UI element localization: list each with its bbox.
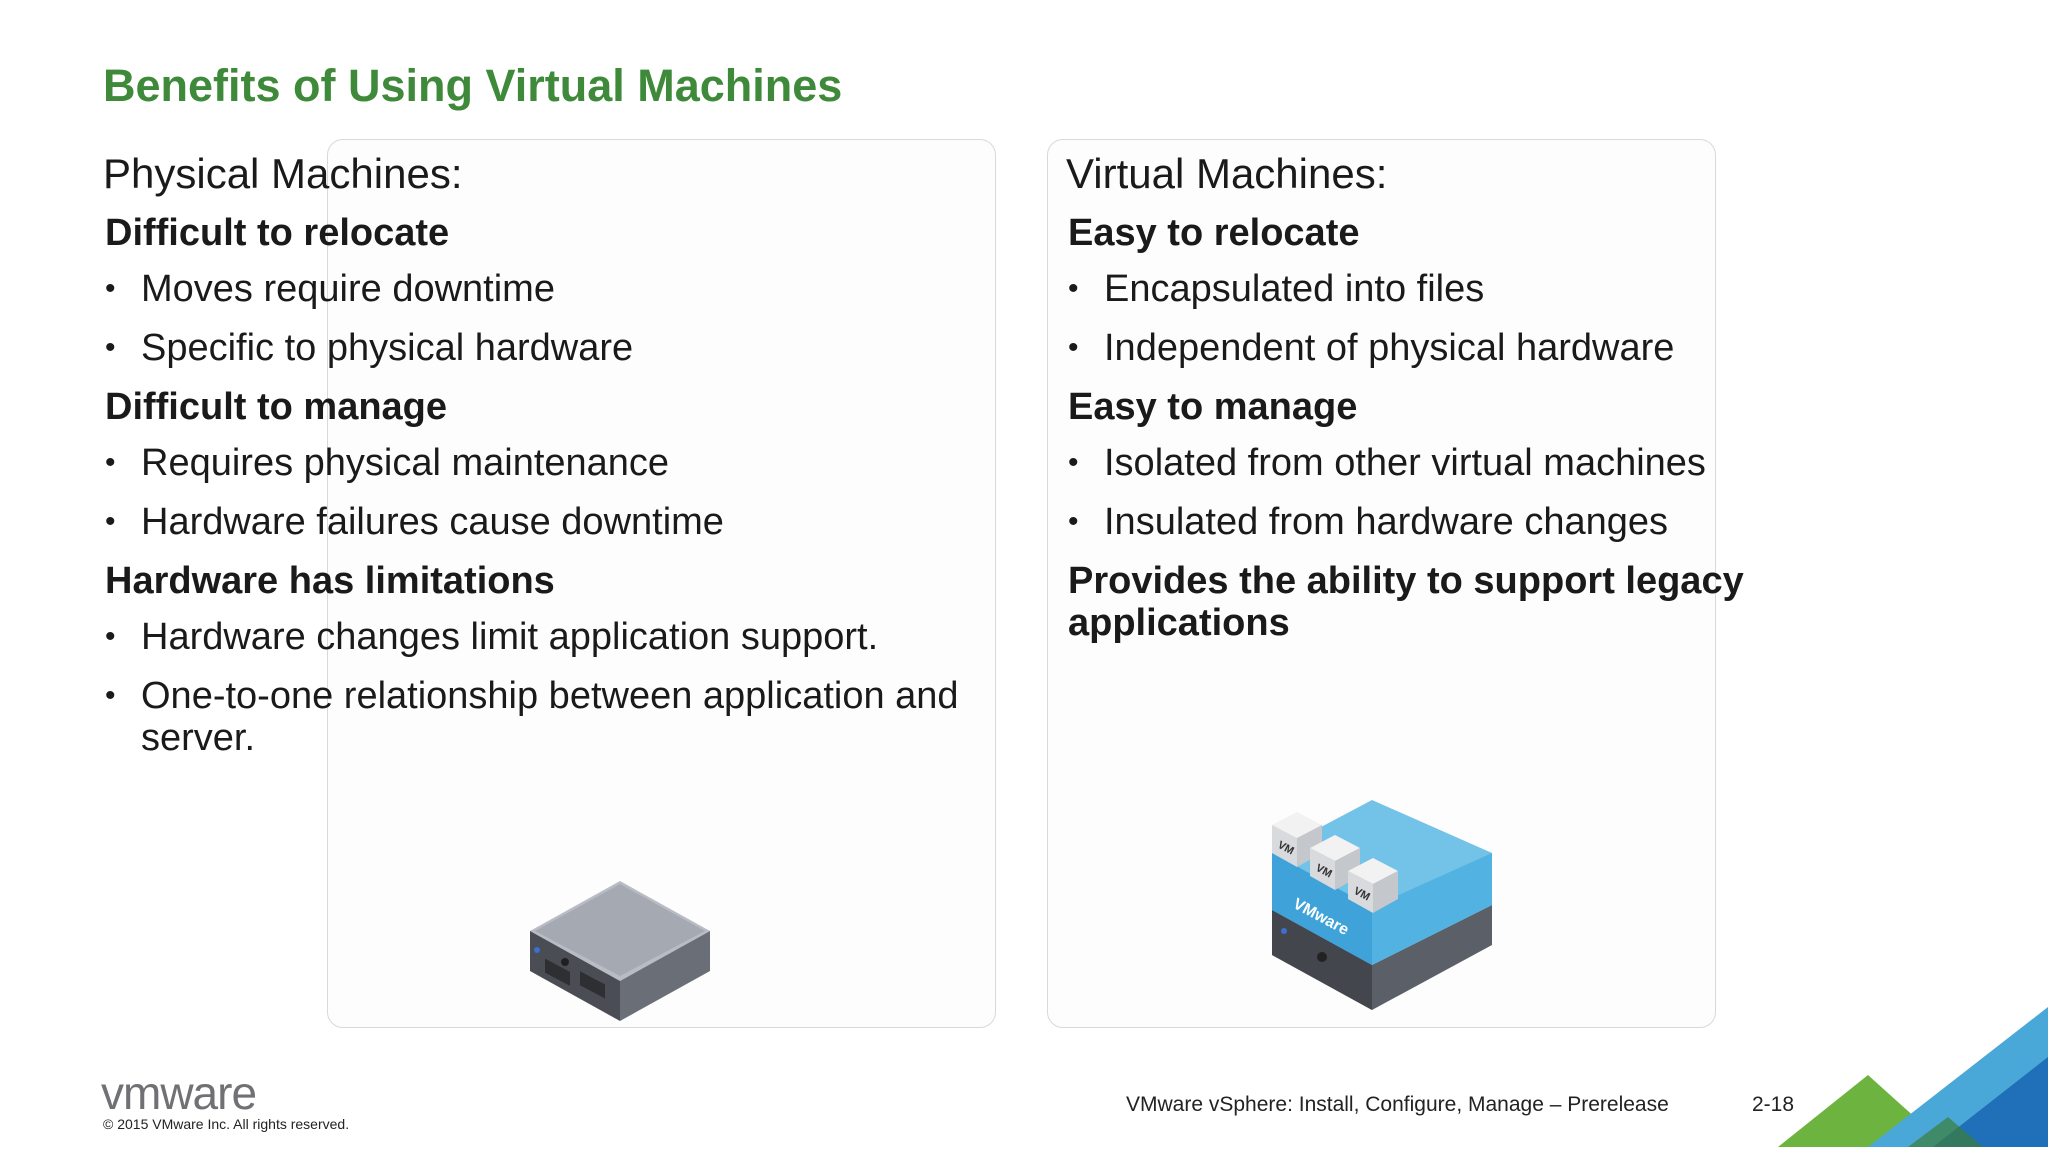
bullet-list: • Encapsulated into files • Independent of…	[1066, 268, 1766, 369]
bullet-icon: •	[105, 331, 116, 364]
bullet-item: • Isolated from other virtual machines	[1066, 442, 1766, 484]
vm-cube-icon: VM	[1348, 858, 1398, 913]
bullet-text: Isolated from other virtual machines	[1104, 442, 1706, 484]
bullet-list: • Moves require downtime • Specific to phy…	[103, 268, 1003, 369]
bullet-item: • One-to-one relationship between applica…	[103, 675, 1021, 759]
slide-title: Benefits of Using Virtual Machines	[103, 60, 843, 111]
bullet-item: • Encapsulated into files	[1066, 268, 1766, 310]
bullet-text: Independent of physical hardware	[1104, 327, 1675, 369]
vmware-logo: vmware	[101, 1067, 351, 1120]
bullet-list: • Hardware changes limit application supp…	[103, 616, 1003, 759]
bullet-icon: •	[1068, 272, 1079, 305]
bullet-text: Hardware changes limit application suppo…	[141, 616, 879, 658]
virtualized-server-icon: VMware VM VM VM	[1262, 795, 1502, 1020]
bullet-icon: •	[105, 679, 116, 712]
bullet-icon: •	[105, 272, 116, 305]
bullet-icon: •	[105, 446, 116, 479]
bullet-text: Encapsulated into files	[1104, 268, 1485, 310]
bullet-item: • Independent of physical hardware	[1066, 327, 1766, 369]
bullet-text: Hardware failures cause downtime	[141, 501, 724, 543]
bullet-icon: •	[105, 620, 116, 653]
bullet-text: Moves require downtime	[141, 268, 555, 310]
page-number: 2-18	[1752, 1093, 1795, 1116]
bullet-list: • Requires physical maintenance • Hardware…	[103, 442, 1003, 543]
bullet-text: Specific to physical hardware	[141, 327, 634, 369]
bullet-item: • Moves require downtime	[103, 268, 1003, 310]
vm-cube-icon: VM	[1272, 812, 1322, 867]
section-heading: Provides the ability to support legacy a…	[1068, 560, 1744, 644]
bullet-item: • Insulated from hardware changes	[1066, 501, 1766, 543]
section-heading: Difficult to relocate	[105, 212, 450, 254]
corner-decoration	[1758, 1007, 2048, 1152]
bullet-text: Insulated from hardware changes	[1104, 501, 1668, 543]
copyright-text: © 2015 VMware Inc. All rights reserved.	[103, 1116, 350, 1132]
physical-heading: Physical Machines:	[103, 150, 463, 197]
bullet-item: • Specific to physical hardware	[103, 327, 1003, 369]
virtual-heading: Virtual Machines:	[1066, 150, 1388, 197]
virtual-machines-column: Virtual Machines: Easy to relocate • Enca…	[1066, 150, 1766, 658]
bullet-icon: •	[105, 505, 116, 538]
course-title: VMware vSphere: Install, Configure, Mana…	[1126, 1093, 1669, 1116]
bullet-icon: •	[1068, 505, 1079, 538]
bullet-item: • Hardware failures cause downtime	[103, 501, 1003, 543]
section-heading: Hardware has limitations	[105, 560, 555, 602]
bullet-item: • Requires physical maintenance	[103, 442, 1003, 484]
bullet-text: Requires physical maintenance	[141, 442, 670, 484]
physical-server-icon	[525, 876, 715, 1031]
bullet-list: • Isolated from other virtual machines • I…	[1066, 442, 1766, 543]
section-heading: Easy to manage	[1068, 386, 1358, 428]
bullet-item: • Hardware changes limit application supp…	[103, 616, 1003, 658]
section-heading: Easy to relocate	[1068, 212, 1360, 254]
vmware-logo-text: vmware	[101, 1075, 256, 1115]
bullet-text: One-to-one relationship between applicat…	[141, 675, 959, 759]
section-heading: Difficult to manage	[105, 386, 448, 428]
physical-panel-frame	[327, 139, 996, 1028]
physical-machines-column: Physical Machines: Difficult to relocate…	[103, 150, 1003, 776]
bullet-icon: •	[1068, 331, 1079, 364]
bullet-icon: •	[1068, 446, 1079, 479]
